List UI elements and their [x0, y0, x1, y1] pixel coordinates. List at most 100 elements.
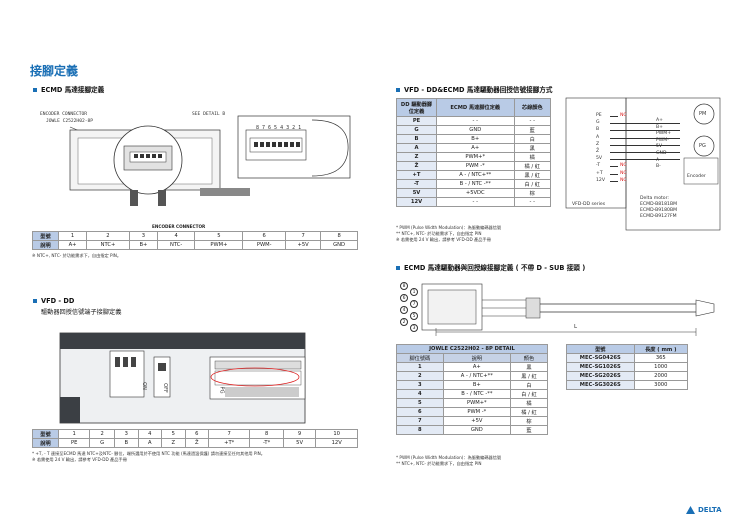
cable-note-2: ** NTC+, NTC- 於功能需求下，自由指定 PIN — [396, 461, 482, 466]
cable-section-title: ECMD 馬達驅動器與回授線接腳定義 ( 不帶 D - SUB 接頭 ) — [396, 262, 585, 272]
vfd-pin-label: G — [596, 120, 600, 126]
pin-circle-label: 4 — [400, 306, 408, 314]
vfd-series-caption: VFD-DD series — [572, 202, 606, 207]
wiring-diagram-svg — [565, 97, 721, 231]
nc-label: NC — [620, 163, 627, 169]
table-cell: - - — [436, 197, 515, 207]
wire-line — [610, 159, 680, 160]
table-cell: PWM -* — [442, 407, 511, 417]
pg-circle-label: PG — [699, 143, 706, 149]
row-label: 型號 — [32, 429, 59, 439]
desc-cell: 5V — [282, 438, 317, 448]
cable-outline — [421, 283, 715, 336]
table-cell: 棕 — [513, 188, 552, 198]
vfd-section-title: VFD - DD — [33, 297, 74, 305]
table-cell: A - / NTC+** — [436, 170, 515, 180]
table-cell: MEC-SG1026S — [566, 362, 635, 372]
pin-cell: 8 — [249, 429, 284, 439]
pin-cell: 5 — [161, 429, 186, 439]
table-cell: B+ — [436, 134, 515, 144]
pin-cell: 3 — [128, 231, 158, 241]
pin-cell: 4 — [156, 231, 196, 241]
motor-model: ECMD-B8181BM — [640, 202, 678, 207]
wire-line — [610, 173, 618, 175]
motor-title: Delta motor: — [640, 196, 669, 201]
table-cell: PE — [396, 116, 437, 126]
delta-logo: DELTA — [686, 506, 722, 514]
ecmd-note: ※ NTC+, NTC- 於功能需求下，自由指定 PIN。 — [32, 253, 122, 258]
logo-text: DELTA — [698, 506, 722, 514]
table-cell: A+ — [442, 362, 511, 372]
motor-signal-label: 5V — [656, 144, 663, 150]
motor-signal-label: A- — [656, 157, 661, 163]
pin-cell: 2 — [89, 429, 116, 439]
table-cell: 4 — [396, 389, 444, 399]
vfd-pin-label: +T — [596, 170, 603, 176]
pin-cell: 10 — [315, 429, 358, 439]
vfd-pin-label: 5V — [596, 156, 603, 162]
wire-line — [610, 180, 618, 182]
page-title: 接腳定義 — [30, 64, 79, 78]
header-desc: 說明 — [442, 353, 511, 363]
length-label: L — [574, 324, 578, 330]
ecmd-pin-table: 型號 1 2 3 4 5 6 7 8 說明 A+ NTC+ B+ NTC- PW… — [32, 231, 358, 250]
on-label: ON — [140, 382, 147, 390]
vfd-pin-label: A — [596, 134, 600, 140]
bullet-icon — [33, 299, 37, 303]
desc-cell: 12V — [315, 438, 358, 448]
table-cell: A - / NTC+** — [442, 371, 511, 381]
desc-cell: -T* — [249, 438, 284, 448]
wiring-note-3: ※ 若需使用 24 V 輸出，請參考 VFD-DD 產品手冊 — [396, 237, 491, 242]
bullet-icon — [396, 88, 400, 92]
desc-cell: GND — [320, 240, 358, 250]
table-cell: 白 — [513, 134, 552, 144]
wire-line — [610, 166, 618, 167]
vfd-note-1: * +T, - T 連接至ECMD 馬達 NTC+及NTC- 腳位，端所選用於不… — [32, 451, 265, 456]
table-cell: Z̄ — [396, 161, 437, 171]
table-cell: A+ — [436, 143, 515, 153]
pin-detail-title: JOWLE C2522H02 - 8P DETAIL — [396, 344, 548, 354]
header-color: 顏色 — [509, 353, 549, 363]
wiring-diagram: VFD-DD series PM PG Encoder Delta motor:… — [565, 97, 721, 231]
table-cell: 白 / 紅 — [509, 389, 549, 399]
table-cell: - - — [513, 116, 552, 126]
motor-signal-label: B- — [656, 164, 661, 170]
pin-circle-label: 3 — [410, 324, 418, 332]
desc-cell: PE — [57, 438, 91, 448]
table-header-row: DD 驅動器腳位定義 ECMD 馬達腳位定義 芯線顏色 — [396, 98, 552, 117]
pin-cell: 7 — [284, 231, 322, 241]
pin-circle-label: 8 — [400, 282, 408, 290]
encoder-label: Encoder — [687, 174, 706, 179]
table-cell: PWM+* — [442, 398, 511, 408]
table-cell: 黑 / 紅 — [509, 371, 549, 381]
terminal-outline — [59, 332, 306, 424]
table-cell: 5 — [396, 398, 444, 408]
table-cell: +T — [396, 170, 437, 180]
table-cell: 2000 — [633, 371, 689, 381]
table-cell: -T — [396, 179, 437, 189]
table-cell: 1 — [396, 362, 444, 372]
table-cell: 365 — [633, 353, 689, 363]
header-length: 長度 ( mm ) — [633, 344, 689, 354]
desc-cell: PWM- — [242, 240, 286, 250]
table-row: Z̄PWM -*橘 / 紅 — [396, 161, 552, 171]
table-row: 型號 1 2 3 4 5 6 7 8 — [32, 231, 358, 241]
table-cell: MEC-SG0426S — [566, 353, 635, 363]
bullet-icon — [396, 266, 400, 270]
pin-cell: 2 — [86, 231, 130, 241]
pin-circle-label: 6 — [400, 294, 408, 302]
table-cell: 7 — [396, 416, 444, 426]
table-cell: 橘 — [513, 152, 552, 162]
see-detail-label: SEE DETAIL B — [192, 112, 226, 117]
table-cell: PWM -* — [436, 161, 515, 171]
